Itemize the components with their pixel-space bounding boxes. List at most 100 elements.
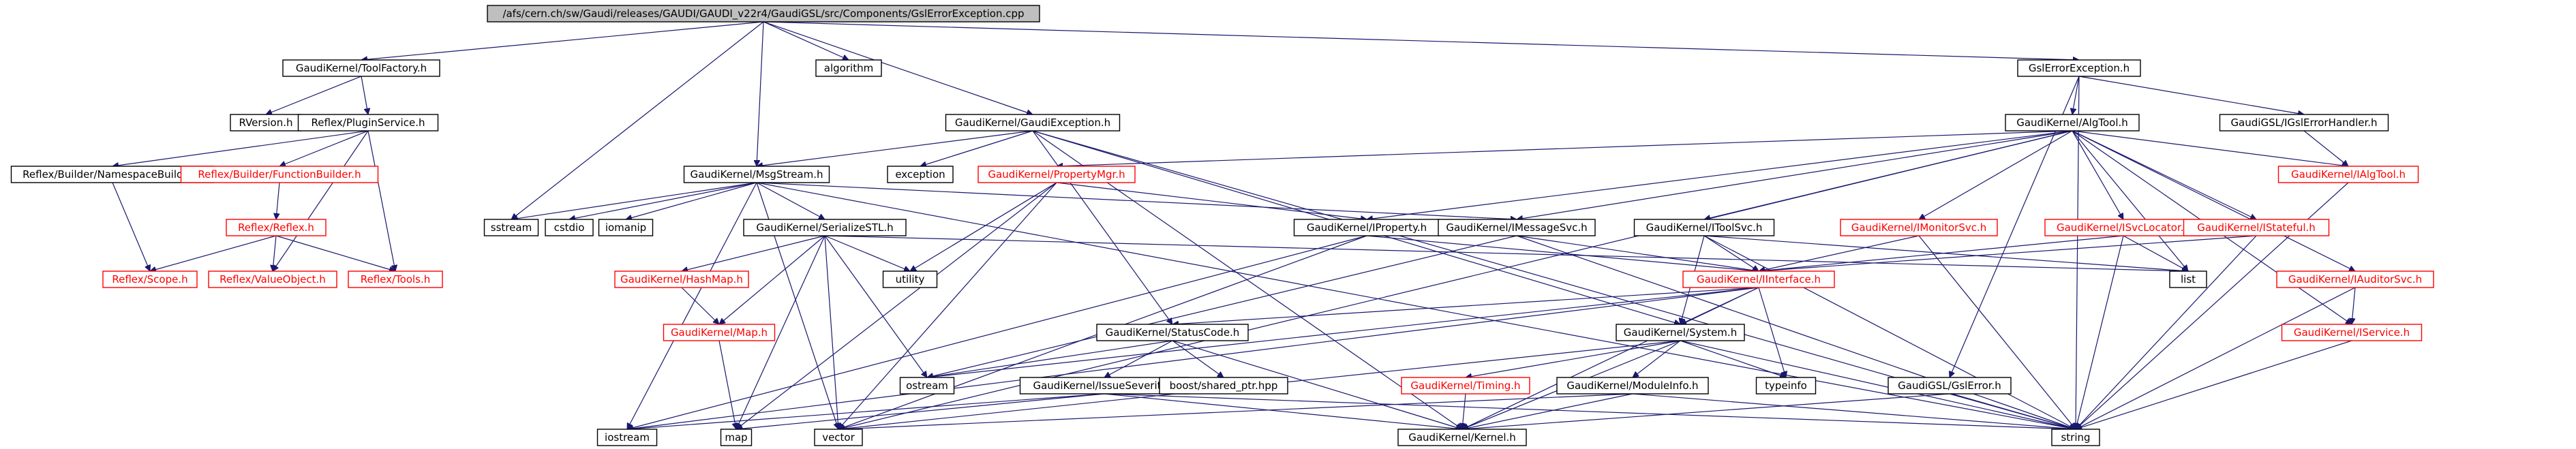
file-node-moduleinfo[interactable]: GaudiKernel/ModuleInfo.h — [1556, 377, 1709, 394]
edge-algtool-to-isvclocator — [2072, 130, 2124, 219]
file-node-box — [720, 429, 753, 446]
edge-moduleinfo-to-vector — [838, 393, 1633, 429]
file-node-iservice[interactable]: GaudiKernel/IService.h — [2281, 324, 2423, 341]
file-node-label: vector — [822, 431, 855, 444]
edge-gaudiexception-to-exception — [920, 130, 1033, 166]
edge-serializestl-to-map — [736, 235, 825, 429]
file-node-pluginservice[interactable]: Reflex/PluginService.h — [297, 114, 439, 131]
file-node-rversion[interactable]: RVersion.h — [230, 114, 302, 131]
edge-namespacebuilder-to-scope — [112, 182, 150, 271]
file-node-algtool[interactable]: GaudiKernel/AlgTool.h — [2005, 114, 2140, 131]
file-node-label: Reflex/Builder/FunctionBuilder.h — [198, 168, 361, 181]
file-node-map[interactable]: map — [720, 429, 753, 446]
file-node-iproperty[interactable]: GaudiKernel/IProperty.h — [1293, 219, 1440, 236]
file-node-iomanip[interactable]: iomanip — [598, 219, 654, 236]
file-node-box — [208, 270, 337, 288]
file-node-cstdio[interactable]: cstdio — [545, 219, 594, 236]
file-node-box — [545, 219, 594, 236]
file-node-label: GaudiKernel/StatusCode.h — [1106, 326, 1240, 339]
file-node-system[interactable]: GaudiKernel/System.h — [1616, 324, 1745, 341]
file-node-imessagesvc[interactable]: GaudiKernel/IMessageSvc.h — [1438, 219, 1596, 236]
file-node-label: GaudiKernel/AlgTool.h — [2016, 117, 2128, 129]
edge-toolfactory-to-pluginservice — [361, 76, 368, 114]
file-node-box — [683, 166, 830, 183]
file-node-gaudiexception[interactable]: GaudiKernel/GaudiException.h — [945, 114, 1121, 131]
file-node-valueobject[interactable]: Reflex/ValueObject.h — [208, 270, 337, 288]
edge-algtool-to-ialgtool — [2072, 130, 2348, 166]
file-node-box — [2281, 324, 2423, 341]
file-node-timing[interactable]: GaudiKernel/Timing.h — [1401, 377, 1530, 394]
edge-statuscode-to-issueseverity — [1104, 340, 1173, 378]
file-node-algorithm[interactable]: algorithm — [815, 59, 882, 77]
edge-reflex-to-scope — [150, 235, 277, 271]
file-node-isvclocator[interactable]: GaudiKernel/ISvcLocator.h — [2044, 219, 2202, 236]
edge-issueseverity-to-map — [736, 393, 1105, 429]
file-node-label: GaudiKernel/Timing.h — [1410, 380, 1520, 392]
file-node-string[interactable]: string — [2051, 429, 2100, 446]
file-node-label: GaudiKernel/ModuleInfo.h — [1566, 380, 1698, 392]
file-node-sstream[interactable]: sstream — [483, 219, 539, 236]
edge-msgstream-to-iostream — [626, 182, 757, 429]
file-node-sharedptr[interactable]: boost/shared_ptr.hpp — [1159, 377, 1288, 394]
file-node-label: iomanip — [605, 221, 646, 234]
file-node-igslerrorhandler[interactable]: GaudiGSL/IGslErrorHandler.h — [2219, 114, 2389, 131]
file-node-msgstream[interactable]: GaudiKernel/MsgStream.h — [683, 166, 830, 183]
file-node-iostream[interactable]: iostream — [596, 429, 658, 446]
file-node-functionbuilder[interactable]: Reflex/Builder/FunctionBuilder.h — [180, 166, 379, 183]
file-node-reflex[interactable]: Reflex/Reflex.h — [226, 219, 327, 236]
file-node-label: typeinfo — [1765, 380, 1807, 392]
edge-istateful-to-string — [2076, 235, 2257, 429]
file-node-propertymgr[interactable]: GaudiKernel/PropertyMgr.h — [978, 166, 1136, 183]
file-node-box — [1633, 219, 1775, 236]
file-node-toolfactory[interactable]: GaudiKernel/ToolFactory.h — [282, 59, 440, 77]
edge-istateful-to-interface — [1759, 235, 2257, 271]
edge-interface-to-kernel — [1462, 287, 1759, 429]
file-node-gslerrorexception[interactable]: GslErrorException.h — [2017, 59, 2141, 77]
edge-msgstream-to-string — [756, 182, 2076, 429]
file-node-typeinfo[interactable]: typeinfo — [1755, 377, 1817, 394]
edge-serializestl-to-mapkernel — [719, 235, 825, 324]
edge-toolfactory-to-rversion — [266, 76, 362, 114]
file-node-interface[interactable]: GaudiKernel/IInterface.h — [1682, 270, 1835, 288]
edge-gslerror-to-kernel — [1462, 393, 1950, 429]
file-node-label: GaudiKernel/SerializeSTL.h — [756, 221, 893, 234]
file-node-kernel[interactable]: GaudiKernel/Kernel.h — [1397, 429, 1527, 446]
file-node-hashmap[interactable]: GaudiKernel/HashMap.h — [614, 270, 749, 288]
file-node-box — [1556, 377, 1709, 394]
file-node-tools[interactable]: Reflex/Tools.h — [348, 270, 443, 288]
file-node-box — [598, 219, 654, 236]
edge-gslerrorexception-to-algtool — [2072, 76, 2080, 114]
file-node-box — [1401, 377, 1530, 394]
edge-msgstream-to-imessagesvc — [756, 182, 1517, 219]
file-node-label: GaudiKernel/IMonitorSvc.h — [1851, 221, 1987, 234]
file-node-label: Reflex/Scope.h — [112, 273, 187, 285]
edge-imessagesvc-to-string — [1516, 235, 2076, 429]
file-node-scope[interactable]: Reflex/Scope.h — [102, 270, 198, 288]
edge-system-to-moduleinfo — [1633, 340, 1681, 377]
dependency-edges — [112, 21, 2355, 429]
edge-iproperty-to-interface — [1366, 235, 1759, 271]
file-node-box — [1616, 324, 1745, 341]
file-node-istateful[interactable]: GaudiKernel/IStateful.h — [2183, 219, 2330, 236]
file-node-ostream[interactable]: ostream — [899, 377, 955, 394]
file-node-mapkernel[interactable]: GaudiKernel/Map.h — [663, 324, 776, 341]
file-node-serializestl[interactable]: GaudiKernel/SerializeSTL.h — [743, 219, 907, 236]
file-node-label: GaudiKernel/ISvcLocator.h — [2057, 221, 2190, 234]
file-node-label: GaudiKernel/IToolSvc.h — [1646, 221, 1763, 234]
file-node-imonitorsvc[interactable]: GaudiKernel/IMonitorSvc.h — [1840, 219, 1998, 236]
file-node-gslerror[interactable]: GaudiGSL/GslError.h — [1888, 377, 2012, 394]
file-node-list[interactable]: list — [2169, 270, 2207, 288]
edge-system-to-typeinfo — [1680, 340, 1786, 377]
file-node-ialgtool[interactable]: GaudiKernel/IAlgTool.h — [2277, 166, 2419, 183]
edge-system-to-string — [1680, 340, 2076, 429]
file-node-utility[interactable]: utility — [882, 270, 938, 288]
file-node-label: GaudiGSL/GslError.h — [1898, 380, 2001, 392]
file-node-statuscode[interactable]: GaudiKernel/StatusCode.h — [1096, 324, 1249, 341]
file-node-iauditorsvc[interactable]: GaudiKernel/IAuditorSvc.h — [2276, 270, 2434, 288]
edge-propertymgr-to-vector — [838, 182, 1057, 429]
file-node-itoolsvc[interactable]: GaudiKernel/IToolSvc.h — [1633, 219, 1775, 236]
file-node-exception[interactable]: exception — [887, 166, 954, 183]
file-node-box — [596, 429, 658, 446]
edge-isvclocator-to-list — [2123, 235, 2188, 272]
file-node-vector[interactable]: vector — [814, 429, 863, 446]
